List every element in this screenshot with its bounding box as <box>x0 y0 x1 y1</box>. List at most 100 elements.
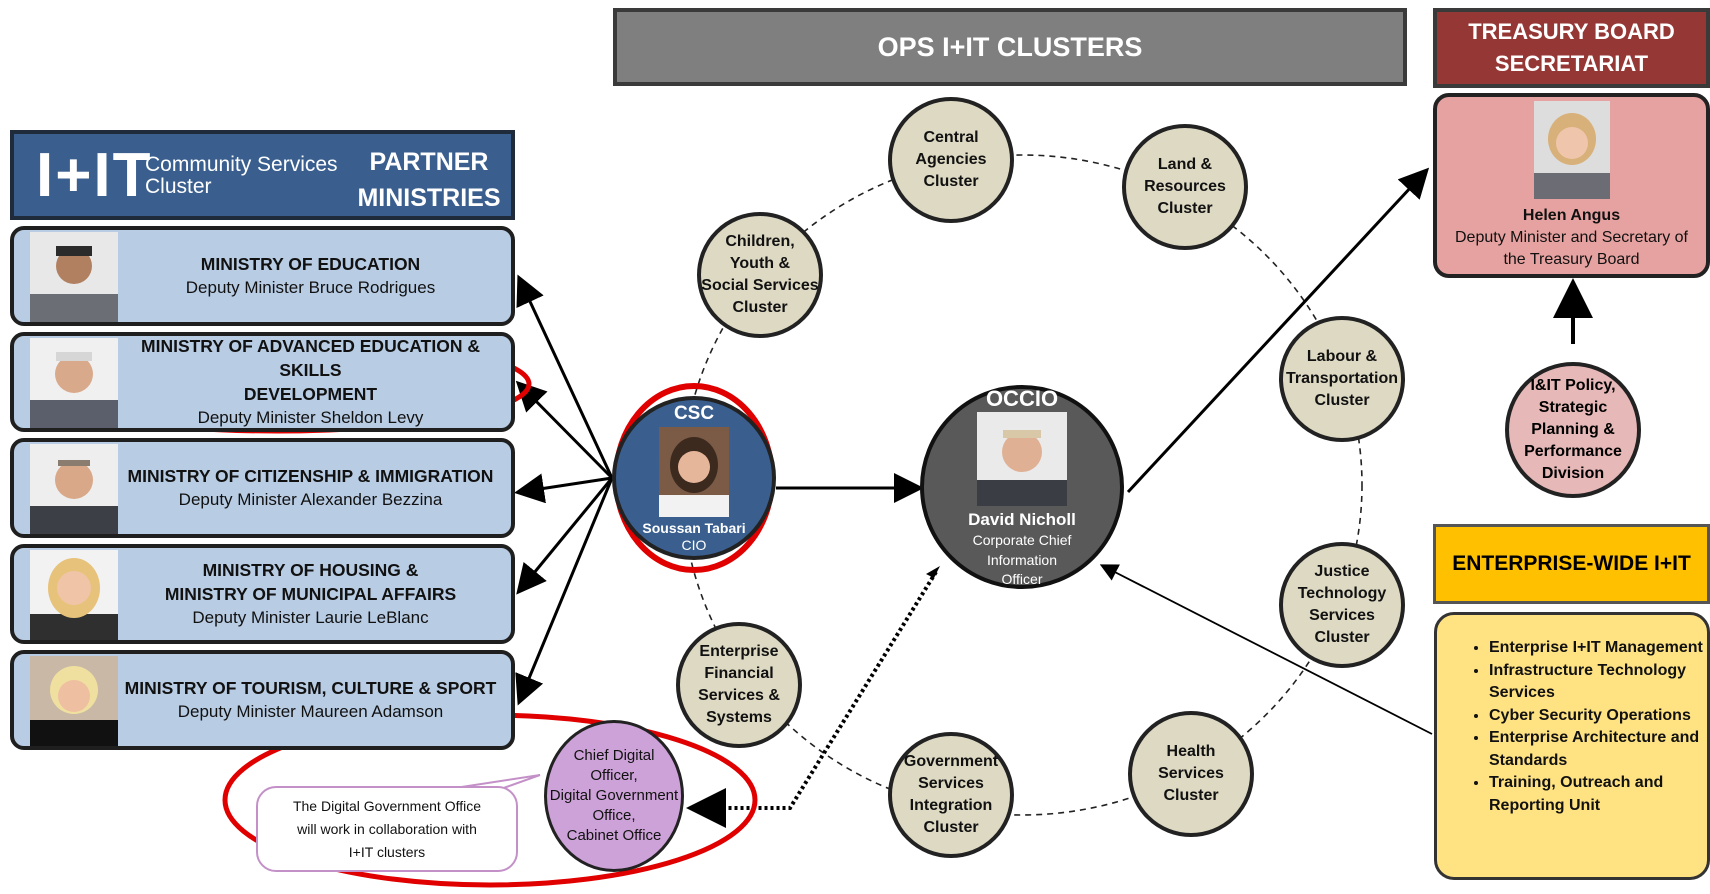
ministry-name: MINISTRY OF CITIZENSHIP & IMMIGRATION <box>127 466 494 486</box>
csc-person-name: Soussan Tabari <box>642 520 746 536</box>
list-item: Enterprise I+IT Management <box>1489 637 1707 660</box>
occio-title: OCCIO <box>985 386 1059 411</box>
partner-line1: PARTNER <box>369 148 489 176</box>
ministry-card-citizenship: MINISTRY OF CITIZENSHIP & IMMIGRATION De… <box>10 438 515 538</box>
tbs-portrait-photo <box>1533 100 1610 199</box>
logo-line2: Cluster <box>145 175 212 198</box>
deputy-minister: Deputy Minister Maureen Adamson <box>177 702 444 721</box>
cluster-label-line: Children, <box>725 233 795 250</box>
chief-digital-officer-node: Chief Digital Officer, Digital Governmen… <box>544 720 684 872</box>
tbs-role-line2: the Treasury Board <box>1503 250 1640 268</box>
cluster-label-line: Cluster <box>732 299 788 316</box>
community-services-header: I+IT Community Services Cluster PARTNER … <box>10 130 515 220</box>
cluster-label-line: Transportation <box>1285 370 1398 387</box>
cdo-label-line: Cabinet Office <box>566 827 662 844</box>
enterprise-title: ENTERPRISE-WIDE I+IT <box>1452 552 1691 575</box>
cluster-label-line: Cluster <box>1157 200 1213 217</box>
cluster-label-line: Services <box>918 775 984 792</box>
cluster-children-youth: Children, Youth & Social Services Cluste… <box>697 212 823 338</box>
portrait-photo <box>30 550 118 640</box>
enterprise-to-occio-arrow <box>1099 564 1433 735</box>
occio-role-line2: Information <box>986 552 1058 568</box>
portrait-photo <box>30 656 118 746</box>
ministry-card-education: MINISTRY OF EDUCATION Deputy Minister Br… <box>10 226 515 326</box>
occio-node: OCCIO David Nicholl Corporate Chief Info… <box>920 385 1124 589</box>
ministry-name-line2: DEVELOPMENT <box>243 384 378 404</box>
deputy-minister: Deputy Minister Alexander Bezzina <box>178 490 443 509</box>
callout-line: The Digital Government Office <box>292 797 482 814</box>
cluster-justice-technology: Justice Technology Services Cluster <box>1279 542 1405 668</box>
treasury-board-deputy-card: Helen Angus Deputy Minister and Secretar… <box>1433 93 1710 278</box>
policy-division-node: I&IT Policy, Strategic Planning & Perfor… <box>1505 362 1641 498</box>
cluster-label-line: Cluster <box>1314 392 1370 409</box>
tbs-person-name: Helen Angus <box>1522 206 1621 224</box>
policy-label-line: Performance <box>1524 443 1622 460</box>
cdo-label-line: Chief Digital <box>573 747 655 764</box>
csc-title: CSC <box>673 403 715 424</box>
cluster-label-line: Services <box>1309 607 1375 624</box>
cdo-label-line: Digital Government <box>549 787 679 804</box>
tbs-role-line1: Deputy Minister and Secretary of <box>1455 228 1688 246</box>
cluster-label-line: Services <box>1158 765 1224 782</box>
cluster-labour-transportation: Labour & Transportation Cluster <box>1279 316 1405 442</box>
ministry-name: MINISTRY OF TOURISM, CULTURE & SPORT <box>124 678 497 698</box>
logo-line1: Community Services <box>145 153 338 176</box>
ops-clusters-header: OPS I+IT CLUSTERS <box>613 8 1407 86</box>
policy-label-line: Planning & <box>1531 421 1615 438</box>
cluster-central-agencies: Central Agencies Cluster <box>888 97 1014 223</box>
policy-label-line: Division <box>1541 465 1605 482</box>
iit-logo: I+IT <box>36 141 153 210</box>
cluster-label-line: Justice <box>1314 563 1370 580</box>
csc-node: CSC Soussan Tabari CIO <box>612 396 776 560</box>
treasury-board-title-line2: SECRETARIAT <box>1494 51 1649 76</box>
occio-role-line3: Officer <box>1001 571 1043 587</box>
cluster-label-line: Cluster <box>923 819 979 836</box>
policy-label-line: Strategic <box>1538 399 1608 416</box>
cluster-label-line: Services & <box>698 687 780 704</box>
cluster-label-line: Labour & <box>1306 348 1378 365</box>
partner-line2: MINISTRIES <box>357 184 501 212</box>
occio-person-name: David Nicholl <box>968 510 1076 529</box>
cluster-label-line: Financial <box>704 665 774 682</box>
cluster-enterprise-financial: Enterprise Financial Services & Systems <box>676 622 802 748</box>
portrait-photo <box>30 232 118 322</box>
treasury-board-title-line1: TREASURY BOARD <box>1468 19 1675 44</box>
ministry-name: MINISTRY OF HOUSING & <box>202 560 419 580</box>
treasury-board-header: TREASURY BOARD SECRETARIAT <box>1433 8 1710 88</box>
cluster-label-line: Systems <box>706 709 772 726</box>
deputy-minister: Deputy Minister Sheldon Levy <box>197 408 424 427</box>
cluster-label-line: Technology <box>1297 585 1387 602</box>
cluster-label-line: Youth & <box>729 255 791 272</box>
digital-government-callout: The Digital Government Office will work … <box>256 786 518 872</box>
cluster-land-resources: Land & Resources Cluster <box>1122 124 1248 250</box>
cluster-health-services: Health Services Cluster <box>1128 711 1254 837</box>
occio-cdo-dotted-link <box>686 570 938 828</box>
deputy-minister: Deputy Minister Laurie LeBlanc <box>192 608 429 627</box>
occio-to-tbs-arrow <box>1126 167 1430 494</box>
ministry-name: MINISTRY OF EDUCATION <box>200 254 421 274</box>
list-item: Infrastructure Technology Services <box>1489 660 1707 705</box>
csc-role: CIO <box>681 537 707 553</box>
deputy-minister: Deputy Minister Bruce Rodrigues <box>185 278 436 297</box>
portrait-photo <box>30 444 118 534</box>
cluster-label-line: Cluster <box>923 173 979 190</box>
cluster-label-line: Health <box>1166 743 1216 760</box>
cdo-label-line: Office, <box>592 807 636 824</box>
cluster-label-line: Integration <box>909 797 993 814</box>
callout-line: I+IT clusters <box>348 843 426 860</box>
ops-clusters-title: OPS I+IT CLUSTERS <box>877 31 1143 62</box>
cluster-label-line: Cluster <box>1314 629 1370 646</box>
cluster-label-line: Enterprise <box>699 643 779 660</box>
ministry-card-housing: MINISTRY OF HOUSING & MINISTRY OF MUNICI… <box>10 544 515 644</box>
occio-role-line1: Corporate Chief <box>972 532 1072 548</box>
cluster-label-line: Social Services <box>701 277 819 294</box>
list-item: Training, Outreach and Reporting Unit <box>1489 772 1707 817</box>
enterprise-services-list: Enterprise I+IT Management Infrastructur… <box>1434 612 1710 880</box>
policy-label-line: I&IT Policy, <box>1530 377 1616 394</box>
csc-to-ministry-arrows <box>514 274 614 706</box>
portrait-photo <box>30 338 118 428</box>
cluster-ring <box>681 154 1363 816</box>
cluster-logo-text: Community Services Cluster <box>145 154 338 198</box>
ministry-name: MINISTRY OF ADVANCED EDUCATION & SKILLS <box>141 336 480 380</box>
enterprise-header: ENTERPRISE-WIDE I+IT <box>1433 524 1710 604</box>
